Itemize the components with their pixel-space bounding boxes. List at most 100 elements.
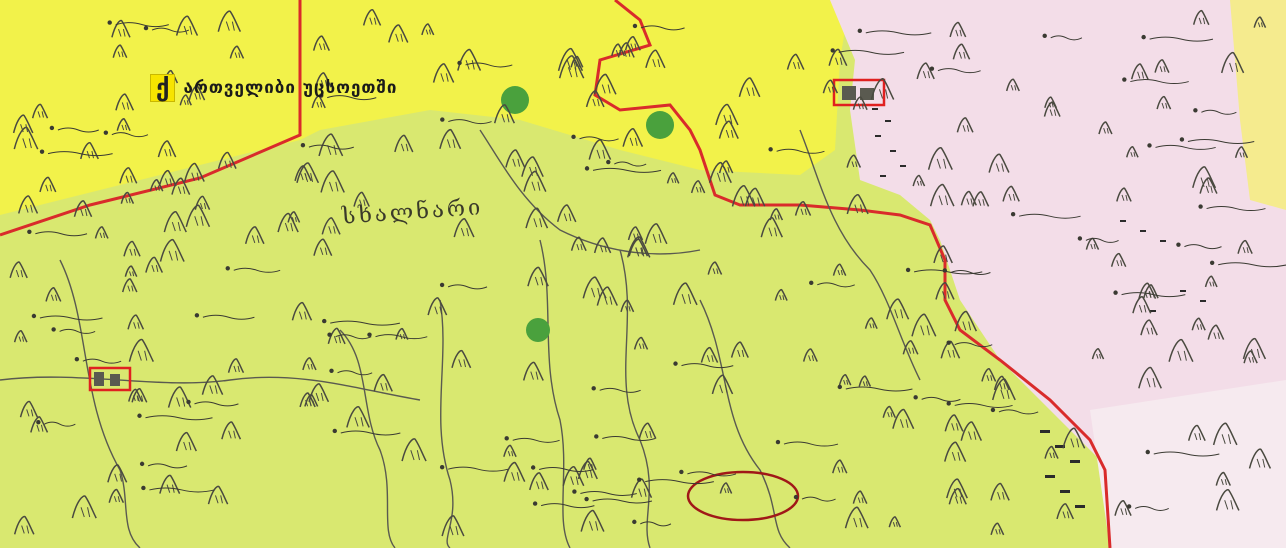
mountain-icon	[1253, 16, 1267, 28]
village-icon	[94, 372, 104, 386]
handwritten-label-mark	[340, 430, 401, 436]
mountain-hatch	[369, 17, 377, 25]
mountain-hatch	[320, 80, 328, 87]
village-dot-icon	[946, 401, 951, 406]
mountain-icon	[972, 191, 990, 207]
mountain-icon	[30, 416, 49, 433]
handwritten-label-mark	[640, 521, 672, 527]
mountain-hatch	[400, 143, 409, 152]
mountain-icon	[39, 176, 57, 193]
handwritten-label-mark	[1155, 144, 1216, 150]
mountain-icon	[394, 134, 414, 153]
mountain-hatch	[596, 149, 606, 159]
mountain-icon	[852, 490, 868, 504]
handwritten-label-mark	[687, 471, 737, 477]
mountain-icon	[107, 464, 128, 483]
mountain-icon	[19, 400, 39, 418]
mountain-hatch	[725, 129, 734, 138]
mountain-icon	[291, 301, 313, 321]
mountain-icon	[525, 207, 549, 229]
handwritten-label-mark	[39, 315, 103, 321]
mountain-hatch	[114, 473, 123, 482]
village-dot-icon	[1176, 242, 1181, 247]
mountain-icon	[111, 19, 131, 38]
mountain-hatch	[45, 184, 52, 192]
village-dot-icon	[530, 465, 536, 470]
mountain-hatch	[133, 322, 140, 329]
mountain-icon	[774, 288, 788, 301]
mountain-hatch	[879, 89, 889, 99]
handwritten-label-mark	[1153, 451, 1220, 457]
mountain-icon	[933, 245, 953, 264]
mountain-hatch	[625, 306, 631, 312]
mountain-icon	[769, 208, 784, 221]
mountain-hatch	[354, 417, 364, 427]
mountain-icon	[1168, 338, 1194, 363]
mountain-hatch	[1103, 127, 1109, 134]
mountain-icon	[990, 522, 1005, 536]
mountain-hatch	[587, 463, 594, 470]
handwritten-label-mark	[579, 136, 619, 142]
mountain-icon	[1138, 366, 1162, 389]
mountain-icon	[321, 217, 341, 235]
mountain-hatch	[380, 382, 388, 391]
mountain-icon	[1002, 185, 1020, 202]
mountain-hatch	[862, 381, 868, 387]
mountain-icon	[588, 139, 612, 160]
mountain-icon	[630, 478, 653, 498]
mountain-icon	[401, 438, 427, 462]
mountain-icon	[633, 336, 649, 350]
mountain-icon	[611, 43, 626, 57]
mountain-icon	[760, 216, 783, 238]
fortress-icon	[842, 86, 856, 100]
mountain-hatch	[995, 163, 1005, 172]
mountain-hatch	[125, 175, 133, 183]
mountain-hatch	[851, 161, 858, 168]
mountain-icon	[353, 191, 370, 207]
mountain-icon	[175, 431, 197, 452]
handwritten-label-mark	[1187, 138, 1255, 144]
mountain-hatch	[164, 178, 173, 186]
handwritten-label-mark	[645, 479, 714, 485]
mountain-hatch	[1070, 438, 1080, 448]
mountain-icon	[45, 287, 62, 302]
mountain-hatch	[853, 517, 863, 528]
mountain-icon	[362, 8, 382, 26]
village-dot-icon	[319, 93, 324, 98]
mountain-icon	[149, 179, 164, 192]
handwritten-label-mark	[640, 25, 685, 31]
mountain-hatch	[800, 208, 807, 216]
mountain-hatch	[21, 525, 30, 534]
mountain-hatch	[465, 60, 475, 70]
handwritten-label-mark	[592, 167, 662, 173]
mountain-icon	[988, 153, 1010, 173]
mountain-hatch	[501, 114, 510, 123]
mountain-icon	[870, 78, 895, 100]
village-dot-icon	[300, 142, 306, 148]
mountain-icon	[523, 170, 547, 192]
mountain-hatch	[951, 423, 959, 431]
village-dot-icon	[1010, 211, 1016, 217]
mountain-icon	[556, 204, 577, 223]
mountain-icon	[944, 414, 964, 432]
mountain-hatch	[894, 309, 904, 319]
village-dot-icon	[946, 340, 951, 345]
village-dot-icon	[194, 313, 200, 318]
handwritten-label-mark	[599, 387, 641, 393]
mountain-hatch	[164, 149, 172, 157]
mountain-icon	[949, 21, 967, 38]
mountain-hatch	[768, 227, 778, 237]
mountain-hatch	[723, 166, 730, 173]
village-dot-icon	[143, 25, 149, 31]
mountain-hatch	[955, 496, 963, 504]
mountain-icon	[952, 43, 971, 60]
handwritten-label-mark	[147, 463, 188, 469]
village-dot-icon	[1198, 204, 1203, 209]
mountain-icon	[844, 506, 869, 529]
mountain-hatch	[535, 481, 544, 490]
mountain-icon	[929, 183, 955, 207]
mountain-hatch	[920, 325, 930, 336]
mountain-hatch	[774, 214, 780, 220]
handwritten-label-mark	[202, 314, 255, 320]
mountain-hatch	[1220, 479, 1227, 486]
